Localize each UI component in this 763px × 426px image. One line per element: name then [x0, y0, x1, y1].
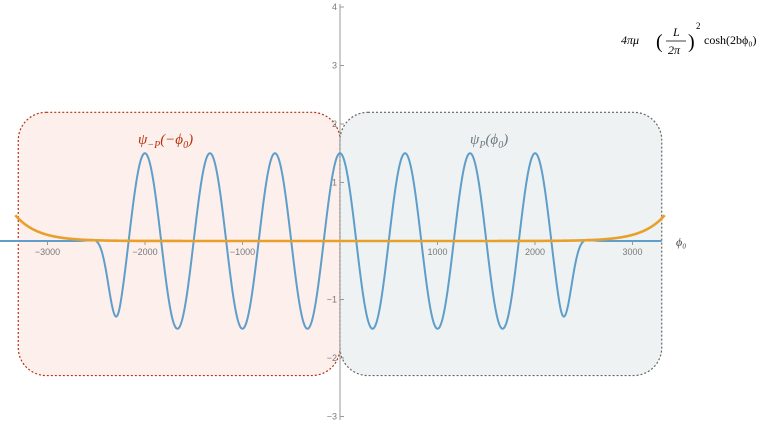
svg-text:cosh(2bϕ₀): cosh(2bϕ₀): [704, 33, 757, 47]
y-tick-label: 1: [332, 178, 337, 188]
left-box-label: ψ−P(−ϕ0): [138, 132, 193, 151]
svg-text:L: L: [672, 25, 680, 39]
tick-group: −3000 −2000 −1000 1000 2000 3000 −3 −2 −1 1 2 3 4: [35, 2, 643, 422]
x-tick-label: 3000: [622, 247, 642, 257]
y-tick-label: −2: [327, 353, 337, 363]
y-tick-label: 2: [332, 119, 337, 129]
svg-text:(: (: [656, 31, 663, 53]
svg-text:): ): [688, 31, 695, 53]
y-tick-label: 4: [332, 2, 337, 12]
x-axis-label: ϕ₀: [676, 235, 686, 249]
svg-text:2π: 2π: [668, 43, 681, 57]
svg-text:2: 2: [696, 21, 701, 31]
x-tick-label: 1000: [427, 247, 447, 257]
right-box-label: ψP(ϕ0): [470, 132, 508, 151]
x-tick-label: 2000: [525, 247, 545, 257]
formula-annotation: 4πμ ( L 2π ) 2 cosh(2bϕ₀): [621, 21, 757, 57]
y-tick-label: −3: [327, 412, 337, 422]
svg-text:4πμ: 4πμ: [621, 33, 639, 47]
x-tick-label: −1000: [230, 247, 255, 257]
x-tick-label: −3000: [35, 247, 60, 257]
y-tick-label: 3: [332, 61, 337, 71]
series-wavefunction-line: [0, 152, 662, 330]
y-tick-label: −1: [327, 295, 337, 305]
x-tick-label: −2000: [132, 247, 157, 257]
series-cosh-line: [14, 214, 666, 243]
right-region-box: [339, 111, 663, 377]
